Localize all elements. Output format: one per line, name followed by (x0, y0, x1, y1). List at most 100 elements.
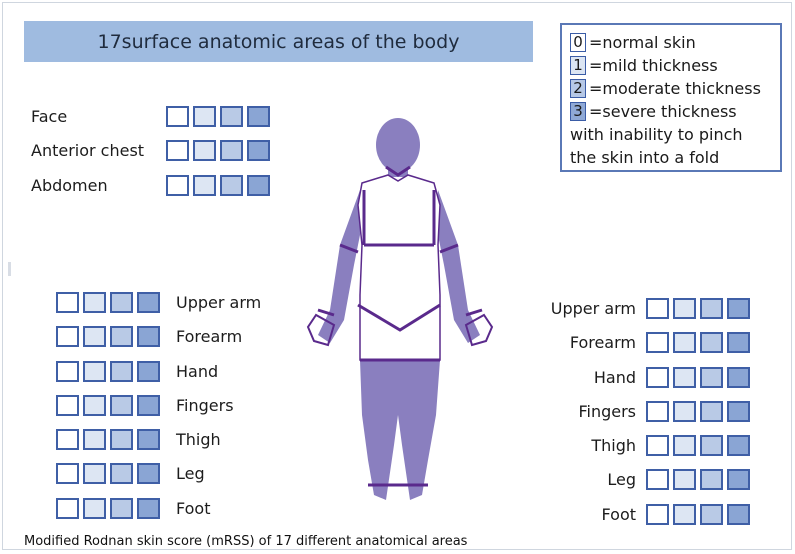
score-box-1[interactable] (673, 401, 696, 422)
score-box-0[interactable] (166, 106, 189, 127)
score-boxes (56, 463, 160, 484)
score-box-3[interactable] (137, 395, 160, 416)
score-box-3[interactable] (727, 332, 750, 353)
score-box-1[interactable] (193, 140, 216, 161)
score-boxes (166, 140, 270, 161)
score-boxes (646, 332, 750, 353)
score-box-2[interactable] (700, 469, 723, 490)
score-box-1[interactable] (673, 435, 696, 456)
score-box-1[interactable] (83, 498, 106, 519)
legend-code-1: 1 (570, 56, 586, 75)
score-box-0[interactable] (56, 292, 79, 313)
score-box-1[interactable] (83, 326, 106, 347)
score-box-2[interactable] (110, 326, 133, 347)
score-box-1[interactable] (83, 429, 106, 450)
area-label-abdomen: Abdomen (31, 176, 166, 195)
legend-code-0: 0 (570, 33, 586, 52)
score-box-3[interactable] (247, 175, 270, 196)
score-box-0[interactable] (646, 435, 669, 456)
score-box-3[interactable] (137, 361, 160, 382)
score-box-0[interactable] (646, 367, 669, 388)
score-box-3[interactable] (727, 298, 750, 319)
score-box-2[interactable] (220, 140, 243, 161)
score-box-1[interactable] (193, 175, 216, 196)
score-row-right-upper-arm: Upper arm (551, 298, 750, 319)
score-box-2[interactable] (700, 298, 723, 319)
score-row-abdomen: Abdomen (31, 175, 270, 196)
legend-note-1: with inability to pinch (570, 123, 774, 146)
figure-caption: Modified Rodnan skin score (mRSS) of 17 … (24, 534, 467, 549)
score-box-3[interactable] (727, 435, 750, 456)
score-box-2[interactable] (110, 498, 133, 519)
score-box-3[interactable] (727, 469, 750, 490)
legend-text-2: =moderate thickness (589, 77, 761, 100)
score-box-0[interactable] (56, 463, 79, 484)
score-box-0[interactable] (646, 298, 669, 319)
area-label-left-leg: Leg (176, 464, 205, 483)
score-box-1[interactable] (83, 361, 106, 382)
area-label-right-hand: Hand (594, 368, 636, 387)
legend-code-3: 3 (570, 102, 586, 121)
score-box-0[interactable] (646, 332, 669, 353)
score-box-1[interactable] (673, 367, 696, 388)
area-label-left-forearm: Forearm (176, 327, 242, 346)
score-box-0[interactable] (56, 326, 79, 347)
score-box-1[interactable] (673, 504, 696, 525)
score-box-3[interactable] (247, 140, 270, 161)
score-box-0[interactable] (56, 429, 79, 450)
score-box-1[interactable] (673, 298, 696, 319)
score-box-0[interactable] (166, 175, 189, 196)
score-box-1[interactable] (193, 106, 216, 127)
title-text: 17surface anatomic areas of the body (98, 31, 460, 53)
legend-item-0: 0 =normal skin (570, 31, 774, 54)
score-box-2[interactable] (700, 504, 723, 525)
score-row-left-foot: Foot (56, 498, 210, 519)
score-box-3[interactable] (137, 463, 160, 484)
score-box-3[interactable] (137, 429, 160, 450)
area-label-right-upper-arm: Upper arm (551, 299, 636, 318)
score-box-2[interactable] (110, 361, 133, 382)
score-box-0[interactable] (56, 361, 79, 382)
legend-item-3: 3 =severe thickness (570, 100, 774, 123)
score-row-right-thigh: Thigh (591, 435, 750, 456)
score-box-0[interactable] (166, 140, 189, 161)
score-box-1[interactable] (83, 463, 106, 484)
score-box-0[interactable] (646, 504, 669, 525)
diagram-title: 17surface anatomic areas of the body (24, 21, 533, 62)
score-row-left-thigh: Thigh (56, 429, 221, 450)
score-row-left-fingers: Fingers (56, 395, 234, 416)
score-box-2[interactable] (110, 429, 133, 450)
score-box-3[interactable] (727, 504, 750, 525)
legend-text-0: =normal skin (589, 31, 696, 54)
torso (358, 175, 440, 360)
score-boxes (646, 298, 750, 319)
score-box-0[interactable] (646, 469, 669, 490)
score-box-3[interactable] (727, 401, 750, 422)
score-box-2[interactable] (700, 435, 723, 456)
score-box-1[interactable] (83, 395, 106, 416)
score-box-0[interactable] (56, 395, 79, 416)
score-row-left-forearm: Forearm (56, 326, 242, 347)
score-box-3[interactable] (137, 292, 160, 313)
score-box-0[interactable] (56, 498, 79, 519)
score-box-1[interactable] (673, 332, 696, 353)
score-box-1[interactable] (83, 292, 106, 313)
score-box-2[interactable] (700, 401, 723, 422)
score-box-3[interactable] (727, 367, 750, 388)
score-box-3[interactable] (247, 106, 270, 127)
area-label-anterior-chest: Anterior chest (31, 141, 166, 160)
score-box-2[interactable] (110, 292, 133, 313)
score-box-2[interactable] (110, 463, 133, 484)
score-box-0[interactable] (646, 401, 669, 422)
score-box-2[interactable] (220, 106, 243, 127)
score-box-3[interactable] (137, 326, 160, 347)
edge-mark (8, 262, 11, 276)
score-box-2[interactable] (700, 332, 723, 353)
score-box-2[interactable] (110, 395, 133, 416)
score-box-1[interactable] (673, 469, 696, 490)
score-box-2[interactable] (700, 367, 723, 388)
score-box-2[interactable] (220, 175, 243, 196)
score-box-3[interactable] (137, 498, 160, 519)
score-legend: 0 =normal skin 1 =mild thickness 2 =mode… (560, 23, 782, 172)
score-row-left-hand: Hand (56, 361, 218, 382)
